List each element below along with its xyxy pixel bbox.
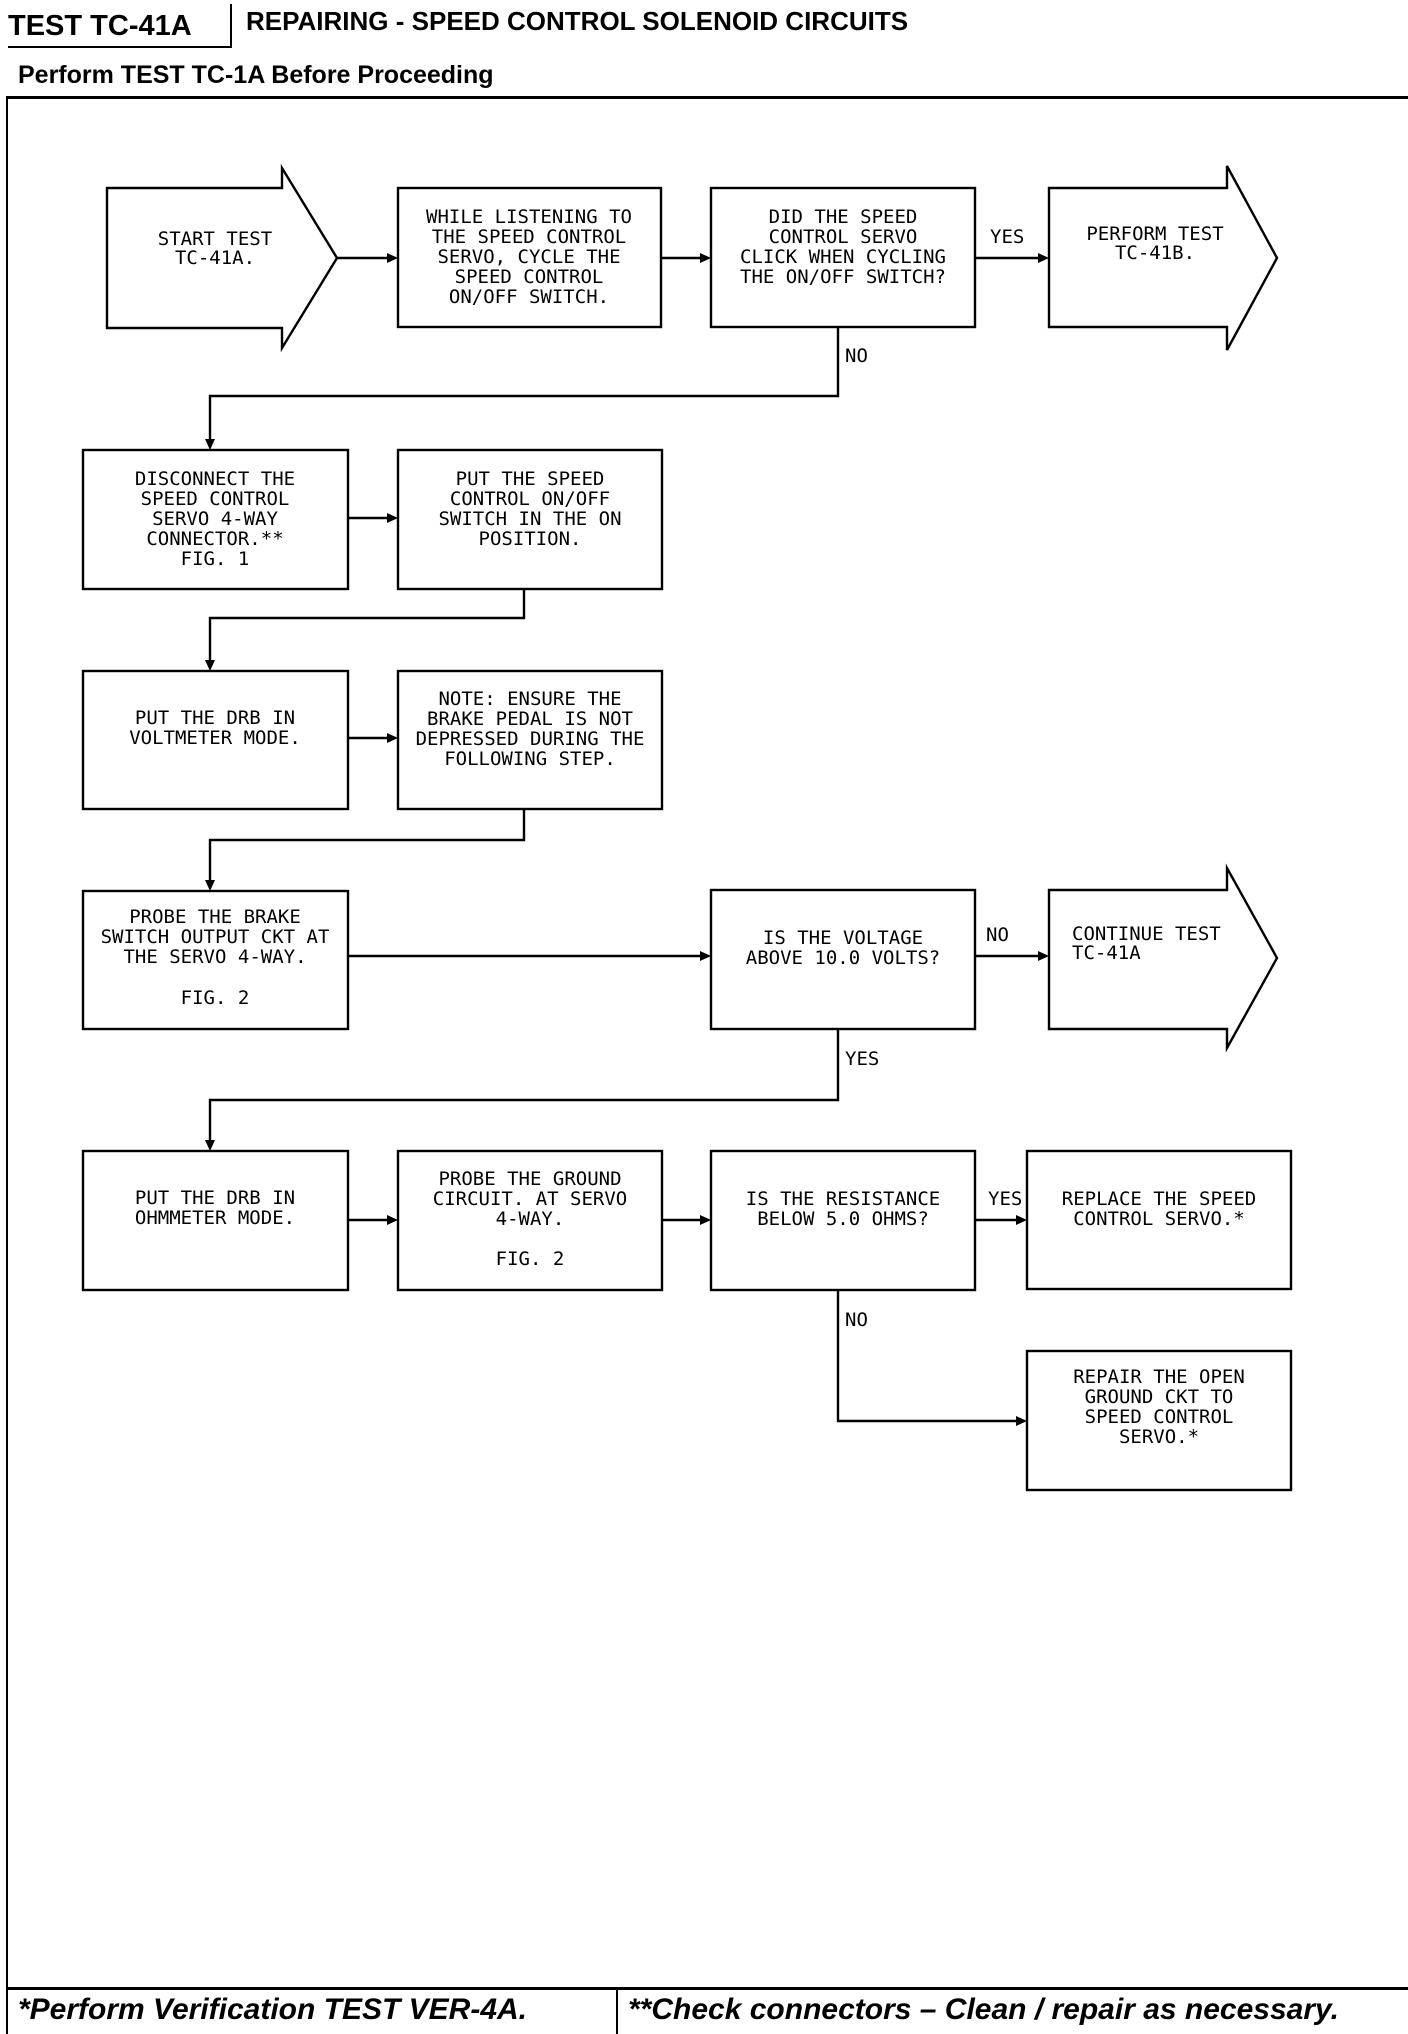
text-line: TC-41A	[1072, 942, 1141, 964]
text-line: SWITCH IN THE ON	[438, 508, 621, 530]
left-border	[6, 96, 8, 2034]
probe-brake-fig-label: FIG. 2	[181, 987, 250, 1009]
text-line: START TEST	[158, 228, 272, 250]
text-line: OHMMETER MODE.	[135, 1207, 295, 1229]
text-line: CIRCUIT. AT SERVO	[433, 1188, 627, 1210]
text-line: PROBE THE GROUND	[438, 1168, 621, 1190]
text-line: VOLTMETER MODE.	[129, 727, 301, 749]
footer-connector-note: **Check connectors – Clean / repair as n…	[628, 1993, 1339, 2026]
text-line: TC-41B.	[1115, 242, 1195, 264]
text-line: CLICK WHEN CYCLING	[740, 246, 946, 268]
no-label-click: NO	[845, 345, 868, 367]
text-line: CONTROL SERVO	[769, 226, 918, 248]
test-id: TEST TC-41A	[8, 4, 232, 48]
text-line: REPAIR THE OPEN	[1073, 1366, 1245, 1388]
page-subtitle: Perform TEST TC-1A Before Proceeding	[18, 61, 494, 89]
probe-ground-fig-label: FIG. 2	[496, 1248, 565, 1270]
text-line: IS THE VOLTAGE	[763, 927, 923, 949]
text-line: CONNECTOR.**	[146, 528, 283, 550]
text-line: WHILE LISTENING TO	[426, 206, 632, 228]
text-line: CONTROL SERVO.*	[1073, 1208, 1245, 1230]
yes-label-click: YES	[990, 226, 1024, 248]
text-line: PUT THE SPEED	[456, 468, 605, 490]
text-line: GROUND CKT TO	[1085, 1386, 1234, 1408]
footer-rule	[6, 1987, 1408, 1990]
text-line: BELOW 5.0 OHMS?	[757, 1208, 929, 1230]
text-line: DEPRESSED DURING THE	[416, 728, 645, 750]
text-line: 4-WAY.	[496, 1208, 565, 1230]
text-line: IS THE RESISTANCE	[746, 1188, 940, 1210]
page-title: REPAIRING - SPEED CONTROL SOLENOID CIRCU…	[246, 6, 909, 36]
text-line: DISCONNECT THE	[135, 468, 295, 490]
text-line: SPEED CONTROL	[141, 488, 290, 510]
text-line: THE ON/OFF SWITCH?	[740, 266, 946, 288]
text-line: PROBE THE BRAKE	[129, 906, 301, 928]
text-line: NOTE: ENSURE THE	[438, 688, 621, 710]
text-line: SWITCH OUTPUT CKT AT	[101, 926, 330, 948]
text-line: PUT THE DRB IN	[135, 1187, 295, 1209]
text-line: REPLACE THE SPEED	[1062, 1188, 1256, 1210]
footer-divider	[616, 1988, 618, 2034]
text-line: SERVO 4-WAY	[152, 508, 278, 530]
text-line: DID THE SPEED	[769, 206, 918, 228]
text-line: THE SPEED CONTROL	[432, 226, 626, 248]
text-line: BRAKE PEDAL IS NOT	[427, 708, 633, 730]
yes-label-voltage: YES	[845, 1048, 879, 1070]
text-line: CONTINUE TEST	[1072, 923, 1221, 945]
text-line: CONTROL ON/OFF	[450, 488, 610, 510]
text-line: ON/OFF SWITCH.	[449, 286, 609, 308]
text-line: SPEED CONTROL	[455, 266, 604, 288]
text-line: FOLLOWING STEP.	[444, 748, 616, 770]
text-line: PERFORM TEST	[1086, 223, 1223, 245]
text-line: POSITION.	[479, 528, 582, 550]
text-line: SERVO.*	[1119, 1426, 1199, 1448]
header-rule	[8, 96, 1408, 99]
text-line: FIG. 1	[181, 548, 250, 570]
text-line: PUT THE DRB IN	[135, 707, 295, 729]
text-line: TC-41A.	[175, 247, 255, 269]
yes-label-resistance: YES	[988, 1188, 1022, 1210]
text-line: THE SERVO 4-WAY.	[123, 946, 306, 968]
text-line: SERVO, CYCLE THE	[437, 246, 620, 268]
no-label-voltage: NO	[986, 924, 1009, 946]
text-line: SPEED CONTROL	[1085, 1406, 1234, 1428]
footer-verification-note: *Perform Verification TEST VER-4A.	[18, 1993, 528, 2026]
text-line: ABOVE 10.0 VOLTS?	[746, 947, 940, 969]
no-label-resistance: NO	[845, 1309, 868, 1331]
